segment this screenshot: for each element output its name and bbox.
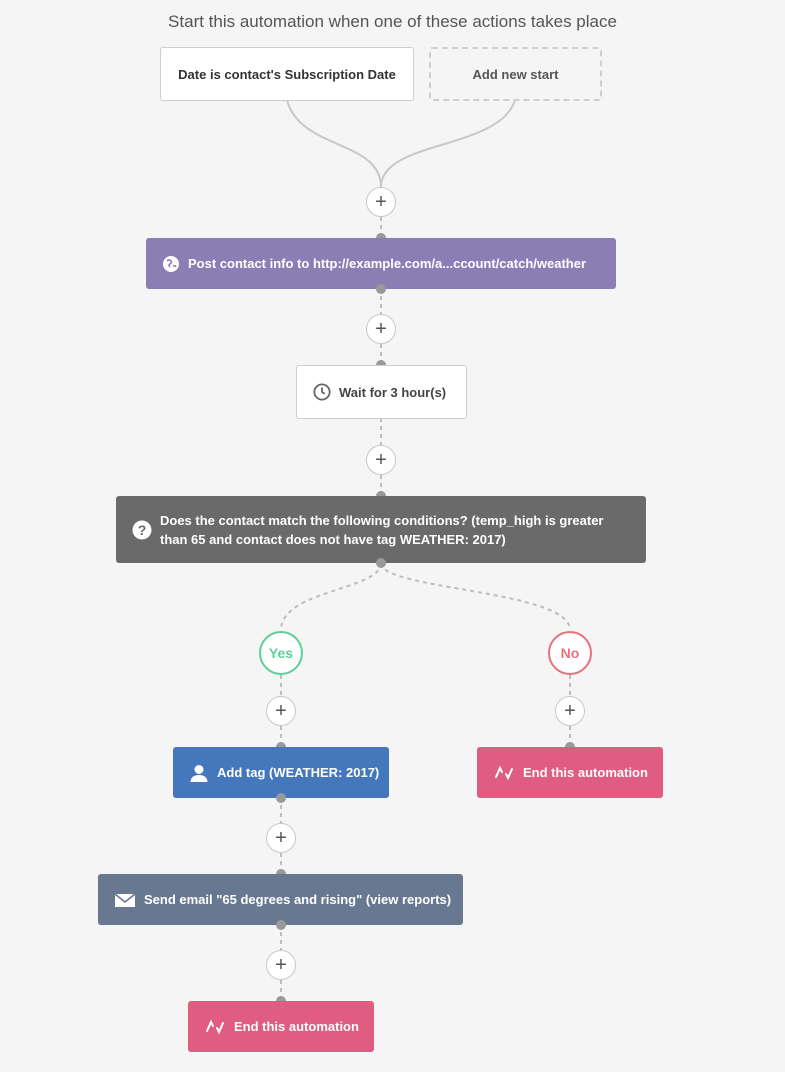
add-step-button[interactable]: + [266, 950, 296, 980]
plus-icon: + [375, 318, 387, 340]
plus-icon: + [275, 700, 287, 722]
add-tag-step-label: Add tag (WEATHER: 2017) [217, 765, 380, 780]
plus-icon: + [564, 700, 576, 722]
plus-icon: + [375, 191, 387, 213]
add-new-start-label: Add new start [472, 66, 559, 82]
condition-step-label: Does the contact match the following con… [160, 512, 604, 547]
yes-branch-label[interactable]: Yes [259, 631, 303, 675]
plus-icon: + [275, 954, 287, 976]
plus-icon: + [375, 449, 387, 471]
clock-icon [313, 383, 331, 401]
envelope-icon [114, 891, 136, 909]
add-step-button[interactable]: + [555, 696, 585, 726]
add-step-button[interactable]: + [266, 823, 296, 853]
webhook-step-label: Post contact info to http://example.com/… [188, 256, 587, 271]
wait-step[interactable]: Wait for 3 hour(s) [296, 365, 467, 419]
add-tag-step[interactable]: Add tag (WEATHER: 2017) [173, 747, 389, 798]
add-new-start-button[interactable]: Add new start [429, 47, 602, 101]
add-step-button[interactable]: + [366, 187, 396, 217]
wait-step-label: Wait for 3 hour(s) [339, 384, 447, 400]
end-automation-label: End this automation [523, 765, 648, 780]
connector-dot [376, 558, 386, 568]
send-email-step[interactable]: Send email "65 degrees and rising" (view… [98, 874, 463, 925]
connector-dot [276, 793, 286, 803]
trigger-label: Date is contact's Subscription Date [178, 66, 396, 82]
user-icon [189, 763, 209, 783]
add-step-button[interactable]: + [266, 696, 296, 726]
end-automation-label: End this automation [234, 1019, 359, 1034]
end-automation-step[interactable]: End this automation [188, 1001, 374, 1052]
send-email-step-label: Send email "65 degrees and rising" (view… [144, 892, 452, 907]
add-step-button[interactable]: + [366, 314, 396, 344]
end-icon [493, 764, 515, 782]
trigger-subscription-date[interactable]: Date is contact's Subscription Date [160, 47, 414, 101]
condition-step[interactable]: ? Does the contact match the following c… [116, 496, 646, 563]
svg-text:?: ? [138, 522, 147, 538]
connector-dot [276, 920, 286, 930]
plus-icon: + [275, 827, 287, 849]
yes-text: Yes [268, 645, 294, 661]
end-icon [204, 1018, 226, 1036]
automation-start-heading: Start this automation when one of these … [168, 12, 617, 31]
no-text: No [560, 645, 580, 661]
no-branch-label[interactable]: No [548, 631, 592, 675]
connector-dot [376, 284, 386, 294]
end-automation-step[interactable]: End this automation [477, 747, 663, 798]
add-step-button[interactable]: + [366, 445, 396, 475]
question-icon: ? [132, 520, 152, 540]
webhook-step[interactable]: Post contact info to http://example.com/… [146, 238, 616, 289]
globe-icon [162, 255, 180, 273]
